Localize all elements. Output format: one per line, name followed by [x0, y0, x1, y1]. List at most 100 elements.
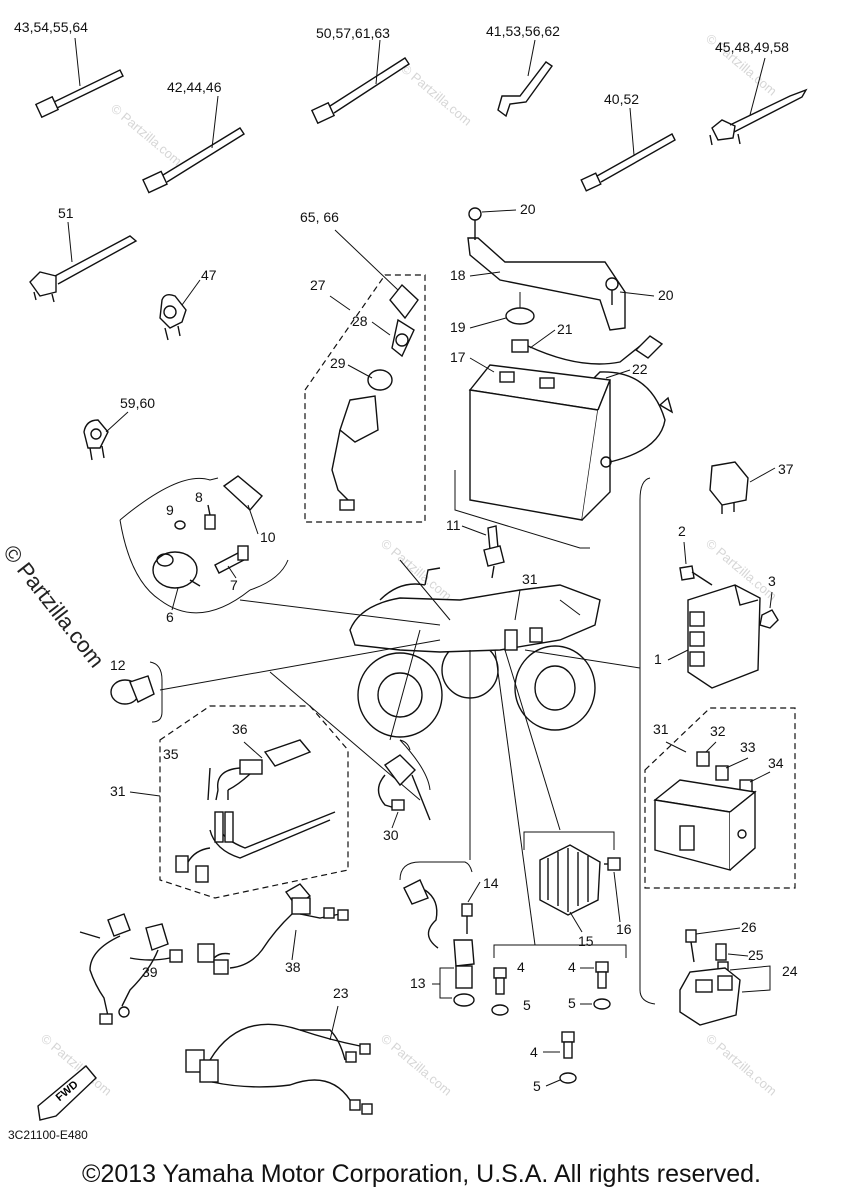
fuse-box: [653, 779, 757, 871]
cable-tie-40: [580, 107, 676, 192]
fwd-arrow-icon: FWD: [37, 1065, 97, 1121]
callout-30: 30: [383, 827, 399, 843]
cable-tie-51: [29, 221, 138, 303]
callout-39: 39: [142, 964, 158, 980]
coil-group-bottom: [159, 589, 251, 614]
relay-37: [709, 461, 749, 514]
callout-45-48-49-58: 45,48,49,58: [715, 39, 789, 55]
faint-watermark: © Partzilla.com: [378, 536, 455, 604]
cable-tie-43: [34, 37, 124, 119]
callout-24: 24: [782, 963, 798, 979]
atv-vehicle: [349, 567, 601, 738]
callout-59-60: 59,60: [120, 395, 155, 411]
sensor-group-bracket: [399, 861, 473, 881]
callout-5b: 5: [568, 995, 576, 1011]
bolt-4b: [593, 961, 611, 1010]
main-switch-part: [331, 369, 393, 511]
rectifier-bracket: [523, 831, 615, 850]
sensor-13: [403, 879, 475, 1007]
callout-31-atv: 31: [522, 571, 538, 587]
callout-10: 10: [260, 529, 276, 545]
callout-5c: 5: [533, 1078, 541, 1094]
cable-tie-42: [142, 95, 245, 194]
battery-17: [468, 364, 611, 521]
callout-32: 32: [710, 723, 726, 739]
callout-27: 27: [310, 277, 326, 293]
callout-51: 51: [58, 205, 74, 221]
callout-9: 9: [166, 502, 174, 518]
battery-band: [467, 207, 626, 331]
callout-25: 25: [748, 947, 764, 963]
callout-37: 37: [778, 461, 794, 477]
switch-30-lead: [399, 739, 431, 791]
callout-14: 14: [483, 875, 499, 891]
callout-33: 33: [740, 739, 756, 755]
faint-watermark: © Partzilla.com: [703, 1031, 780, 1099]
callout-40-52: 40,52: [604, 91, 639, 107]
faint-watermark: © Partzilla.com: [378, 1031, 455, 1099]
callout-12: 12: [110, 657, 126, 673]
callout-35: 35: [163, 746, 179, 762]
switch-30: [377, 754, 431, 821]
callout-19: 19: [450, 319, 466, 335]
bolt-4a: [491, 967, 509, 1016]
fuse-box-group-outline: [644, 707, 796, 889]
callout-3: 3: [768, 573, 776, 589]
callout-42-44-46: 42,44,46: [167, 79, 222, 95]
clamp-47: [159, 279, 201, 341]
battery-lead-21: [511, 335, 664, 365]
harness-23: [185, 1023, 373, 1115]
callout-47: 47: [201, 267, 217, 283]
ignition-coil-6: [152, 551, 201, 589]
callout-23: 23: [333, 985, 349, 1001]
battery-bracket-line: [454, 470, 590, 549]
cable-tie-41: [497, 39, 553, 118]
callout-20-top: 20: [520, 201, 536, 217]
bolt-16: [604, 857, 621, 871]
callout-25-leader: [727, 953, 771, 993]
callout-8: 8: [195, 489, 203, 505]
callout-36: 36: [232, 721, 248, 737]
key-part: [389, 283, 419, 358]
callout-2: 2: [678, 523, 686, 539]
bolts-bracket: [493, 944, 627, 958]
callout-13-leader: [432, 967, 454, 999]
rectifier-15: [539, 844, 601, 916]
callout-4c: 4: [530, 1044, 538, 1060]
neutral-switch-12: [110, 675, 155, 705]
callout-22: 22: [632, 361, 648, 377]
callout-31-harness: 31: [110, 783, 126, 799]
callout-31-fusebox: 31: [653, 721, 669, 737]
callout-41-53-56-62: 41,53,56,62: [486, 23, 560, 39]
callout-28: 28: [352, 313, 368, 329]
nut-3: [759, 609, 779, 629]
clamp-59: [83, 411, 129, 461]
callout-29: 29: [330, 355, 346, 371]
callout-16: 16: [616, 921, 632, 937]
coil-group-outline: [119, 519, 289, 601]
callout-50-57-61-63: 50,57,61,63: [316, 25, 390, 41]
switch-bracket: [149, 661, 163, 723]
callout-26: 26: [741, 919, 757, 935]
harness-group-outline: [159, 705, 349, 899]
callout-17: 17: [450, 349, 466, 365]
callout-13: 13: [410, 975, 426, 991]
callout-38: 38: [285, 959, 301, 975]
callout-5a: 5: [523, 997, 531, 1013]
fuse-holder-35-36: [207, 739, 312, 801]
sub-harness-39: [79, 913, 183, 1025]
starter-relay-24: [679, 929, 741, 1026]
bolt-14: [461, 903, 473, 934]
right-bracket: [639, 477, 656, 1005]
bolt-4c: [559, 1031, 577, 1084]
callout-15: 15: [578, 933, 594, 949]
cable-tie-45: [709, 57, 808, 146]
copyright-notice: ©2013 Yamaha Motor Corporation, U.S.A. A…: [82, 1160, 761, 1188]
bolt-2: [679, 565, 713, 586]
bolt-7: [214, 545, 249, 574]
wire-harness-31: [175, 811, 336, 883]
callout-6: 6: [166, 609, 174, 625]
damper-19: [505, 292, 535, 325]
cdi-unit-1: [687, 584, 761, 689]
